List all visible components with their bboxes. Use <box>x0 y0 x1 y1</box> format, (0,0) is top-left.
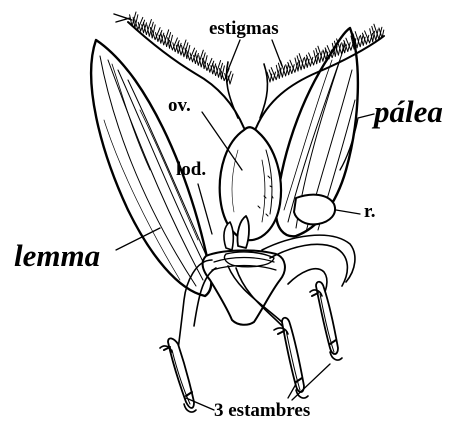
label-ovary: ov. <box>168 96 191 115</box>
label-estigmas: estigmas <box>209 19 279 38</box>
leader-rachilla <box>336 210 360 214</box>
leader-estigmas-right <box>272 40 282 66</box>
anther-left <box>160 338 196 412</box>
label-stamens: 3 estambres <box>214 401 310 420</box>
anther-right <box>310 282 342 360</box>
label-lodicule: lod. <box>176 160 206 179</box>
leader-stamen-middle <box>288 384 296 398</box>
label-lemma: lemma <box>14 240 100 271</box>
rachilla <box>294 195 335 225</box>
leader-estigmas-left <box>228 40 240 70</box>
anther-middle <box>274 318 308 398</box>
label-rachilla: r. <box>364 202 375 221</box>
label-palea: pálea <box>374 96 443 127</box>
